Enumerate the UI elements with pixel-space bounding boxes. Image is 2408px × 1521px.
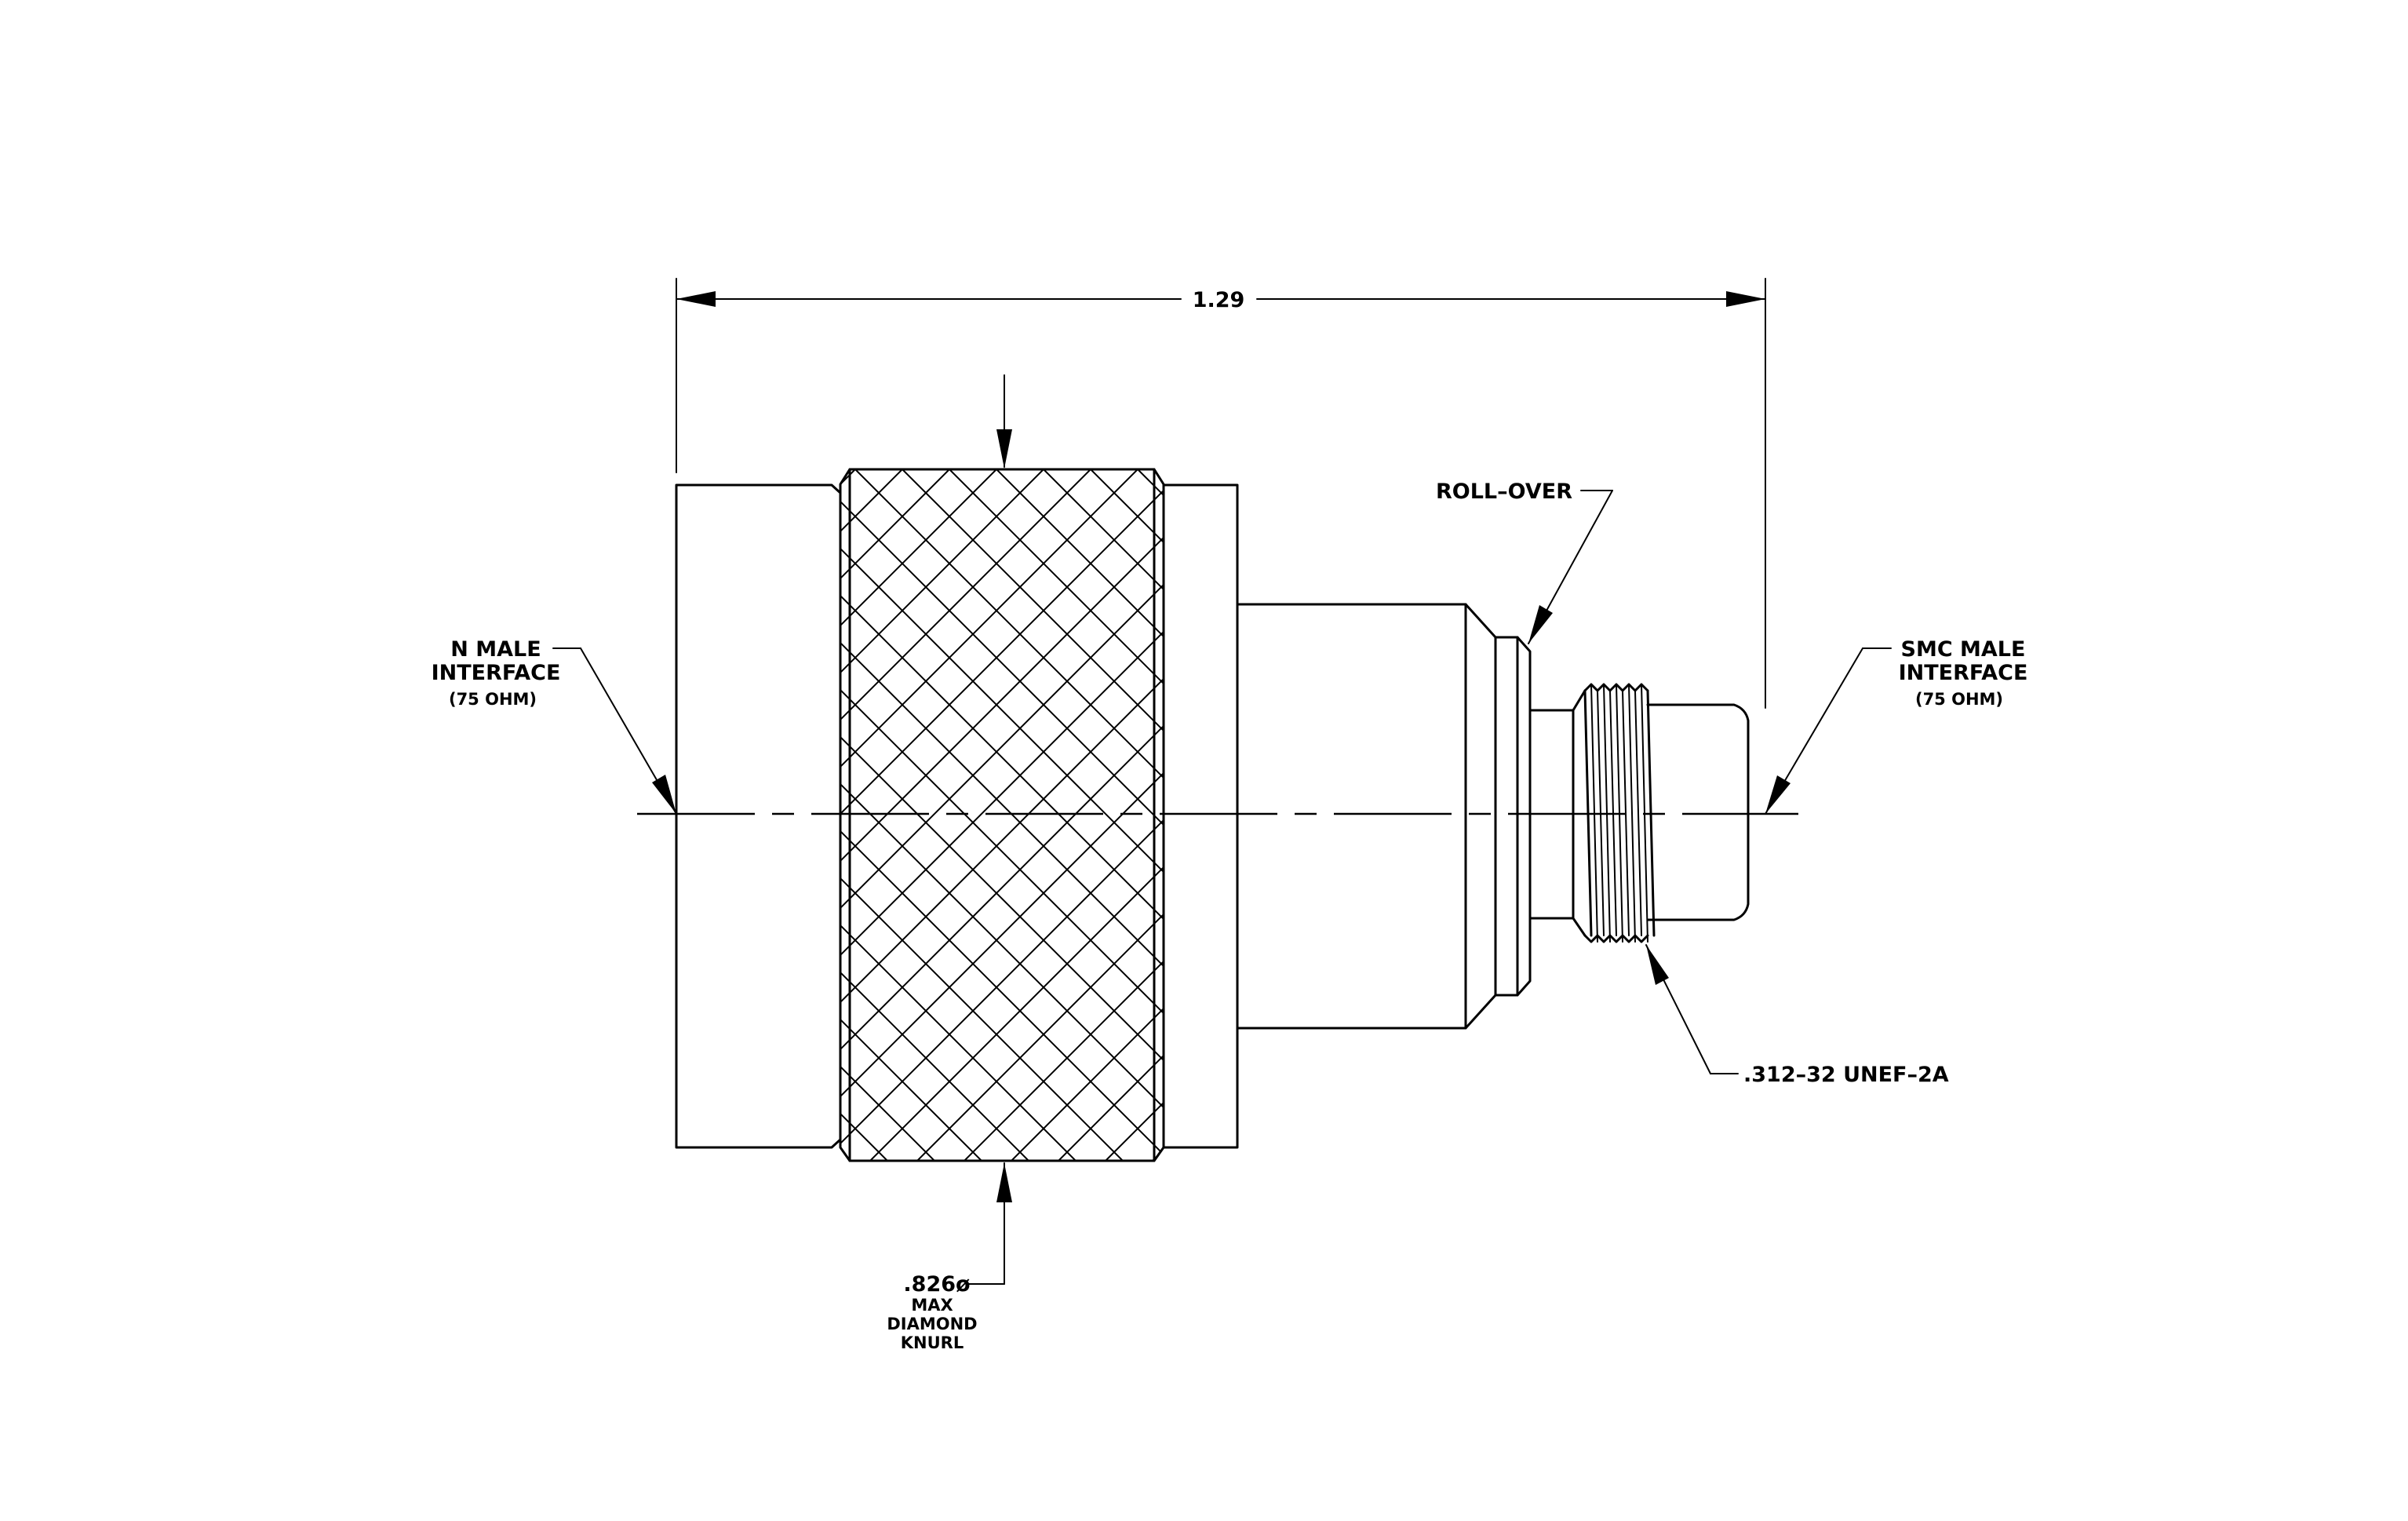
knurl-max-label: MAX [911,1296,953,1315]
n-male-body [675,483,842,1149]
smc-interface-label: INTERFACE [1899,661,2028,685]
roll-over-label: ROLL–OVER [1436,480,1572,504]
n-male-label: N MALE [450,637,541,662]
thread-callout-leader [1645,944,1739,1074]
thread-callout-label: .312–32 UNEF–2A [1743,1063,1949,1087]
knurl-diamond-label: DIAMOND [887,1315,977,1333]
n-interface-label: INTERFACE [432,661,561,685]
main-body [1236,603,1532,1030]
rear-flange [1162,483,1239,1149]
knurl-diameter-arrows [968,374,1012,1285]
overall-length-label: 1.29 [1193,288,1245,312]
n-ohm-label: (75 OHM) [449,690,537,709]
knurl-diameter-label: .826ø [903,1272,970,1297]
overall-length-dimension [676,278,1766,709]
smc-male-leader [1765,647,1892,815]
smc-male-nose [1646,703,1750,921]
roll-over-leader [1528,490,1613,644]
n-male-leader [552,647,677,815]
knurl-knurl-label: KNURL [901,1333,964,1352]
diamond-knurl-pattern [840,469,1164,1161]
knurled-coupling-nut [839,468,1165,1162]
smc-male-label: SMC MALE [1901,637,2026,662]
smc-ohm-label: (75 OHM) [1915,690,2003,709]
